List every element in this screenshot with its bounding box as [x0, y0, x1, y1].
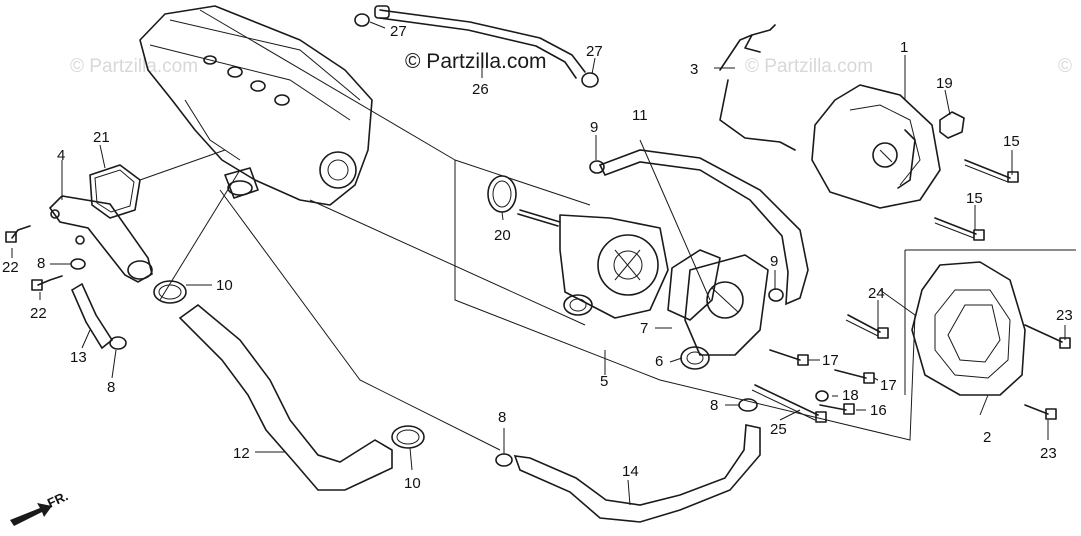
leader-21	[139, 149, 226, 181]
front-label: FR.	[45, 488, 70, 510]
cover-1	[811, 84, 941, 209]
clamp-27-top	[354, 13, 370, 27]
gasket-21	[89, 164, 141, 219]
callout-18: 18	[842, 387, 859, 404]
hose-13	[70, 282, 114, 350]
callout-17-b: 17	[880, 377, 897, 394]
leader-engine-to-pump	[199, 9, 456, 161]
clamp-9-right	[768, 288, 784, 302]
callout-6: 6	[655, 353, 663, 370]
bolt-22-upper	[5, 225, 31, 243]
callout-9-b: 9	[770, 253, 778, 270]
clamp-10-upper	[153, 280, 187, 304]
callout-11: 11	[632, 107, 648, 124]
clip-19	[939, 111, 965, 139]
callout-24: 24	[868, 285, 885, 302]
callout-4: 4	[57, 147, 65, 164]
water-pipe-4	[48, 195, 153, 283]
pump-frame-top	[454, 159, 591, 206]
hose-11	[598, 149, 809, 306]
front-arrow: FR.	[10, 488, 70, 526]
engine-cylinder-head	[139, 5, 373, 206]
bolt-15-upper	[964, 159, 1019, 183]
callout-10-a: 10	[216, 277, 233, 294]
o-ring-20	[487, 175, 517, 213]
pump-frame	[454, 160, 916, 441]
callout-20: 20	[494, 227, 511, 244]
pump-gasket-7	[667, 249, 721, 321]
bolt-15-lower	[934, 217, 985, 241]
clamp-27-right	[581, 72, 599, 88]
clamp-8-hose14	[495, 453, 513, 467]
watermark-left: © Partzilla.com	[70, 56, 198, 77]
bolt-16	[819, 403, 855, 415]
callout-7: 7	[640, 320, 648, 337]
callout-23-a: 23	[1056, 307, 1073, 324]
hose-14	[513, 424, 761, 523]
brand-watermark: © Partzilla.com	[405, 50, 547, 73]
breather-hose-26	[374, 5, 586, 79]
callout-22-a: 22	[2, 259, 19, 276]
callout-numbers: 1 2 3 4 5 6 7 8 8 8 8 9 9 10 10 11 12 13…	[2, 23, 1073, 492]
clamp-8-left	[70, 258, 86, 270]
leader-engine-to-clamp	[159, 169, 241, 301]
leader-engine-to-cover	[309, 199, 586, 326]
clamp-10-lower	[391, 425, 425, 449]
callout-12: 12	[233, 445, 250, 462]
callout-22-b: 22	[30, 305, 47, 322]
callout-8-c: 8	[498, 409, 506, 426]
callout-17-a: 17	[822, 352, 839, 369]
callout-13: 13	[70, 349, 87, 366]
bolt-23-lower	[1024, 404, 1057, 420]
callout-23-b: 23	[1040, 445, 1057, 462]
bolt-25	[751, 384, 827, 423]
cover-2	[911, 261, 1026, 396]
bolt-23-upper	[1024, 324, 1071, 349]
bolt-22-lower	[31, 275, 63, 291]
callout-3: 3	[690, 61, 698, 78]
callout-15-b: 15	[966, 190, 983, 207]
callout-15-a: 15	[1003, 133, 1020, 150]
callout-16: 16	[870, 402, 887, 419]
callout-8-b: 8	[107, 379, 115, 396]
callout-21: 21	[93, 129, 110, 146]
bolt-17-upper	[769, 349, 809, 366]
callout-25: 25	[770, 421, 787, 438]
callout-2: 2	[983, 429, 991, 446]
callout-27-b: 27	[586, 43, 603, 60]
callout-1: 1	[900, 39, 908, 56]
callout-5: 5	[600, 373, 608, 390]
pump-cover-6	[680, 254, 769, 370]
hose-12	[178, 303, 393, 491]
callout-leaders	[11, 21, 1066, 506]
bolt-17-lower	[834, 369, 875, 384]
callout-14: 14	[622, 463, 639, 480]
bolt-24	[845, 314, 889, 339]
callout-10-b: 10	[404, 475, 421, 492]
callout-26: 26	[472, 81, 489, 98]
water-pump-body	[517, 209, 669, 319]
callout-9-a: 9	[590, 119, 598, 136]
washer-18	[815, 390, 829, 402]
leader-engine-to-hose14	[219, 189, 501, 451]
callout-19: 19	[936, 75, 953, 92]
clamp-8-lower	[109, 336, 127, 350]
callout-8-a: 8	[37, 255, 45, 272]
bracket-3	[719, 24, 796, 151]
watermark-edge: ©	[1058, 56, 1072, 77]
clamp-9-top	[589, 160, 605, 174]
callout-8-d: 8	[710, 397, 718, 414]
callout-27-a: 27	[390, 23, 407, 40]
watermark-right: © Partzilla.com	[745, 56, 873, 77]
